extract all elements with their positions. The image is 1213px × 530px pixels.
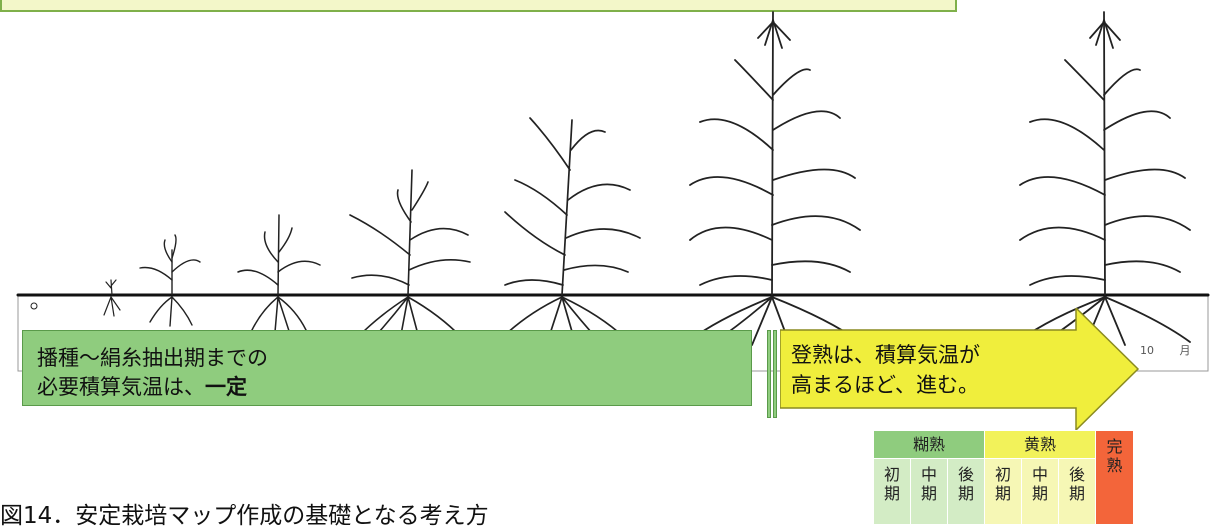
plant-stage-2 <box>139 234 201 327</box>
top-banner <box>0 0 957 12</box>
plant-stage-3 <box>237 214 321 335</box>
stage-label-line2: 必要積算気温は、一定 <box>37 373 751 402</box>
month-number: 10 <box>1140 344 1154 357</box>
maturity-stage-table: 糊熟 黄熟 完熟 初期 中期 後期 初期 中期 後期 <box>873 430 1134 525</box>
plant-stage-4 <box>349 169 471 343</box>
stage-label-line1: 播種～絹糸抽出期までの <box>37 346 268 370</box>
maturity-group-yellow: 黄熟 <box>984 430 1096 459</box>
ripening-label: 登熟は、積算気温が 高まるほど、進む。 <box>791 340 980 400</box>
ripening-label-line2: 高まるほど、進む。 <box>791 373 979 397</box>
plant-stage-5 <box>504 117 641 343</box>
maturity-group-full: 完熟 <box>1095 430 1134 525</box>
divider-bar-left <box>767 330 771 418</box>
maturity-yellow-mid: 中期 <box>1021 458 1059 525</box>
stage-label-line2-pre: 必要積算気温は、 <box>37 375 205 399</box>
month-scale: 10 月 <box>1140 342 1191 358</box>
stage-requirement-box: 播種～絹糸抽出期までの 必要積算気温は、一定 <box>22 330 752 406</box>
ripening-label-line1: 登熟は、積算気温が <box>791 343 980 367</box>
ripening-arrow <box>780 308 1140 430</box>
maturity-milk-late: 後期 <box>947 458 985 525</box>
stage-label-line2-bold: 一定 <box>205 375 247 399</box>
maturity-full-label: 完熟 <box>1106 437 1123 475</box>
maturity-milk-mid: 中期 <box>910 458 948 525</box>
plant-stage-1 <box>103 279 121 317</box>
maturity-milk-early: 初期 <box>873 458 911 525</box>
month-unit: 月 <box>1179 344 1191 357</box>
plant-stage-6 <box>689 11 861 346</box>
maturity-group-milk: 糊熟 <box>873 430 985 459</box>
divider-bar-right <box>773 330 777 418</box>
maturity-yellow-early: 初期 <box>984 458 1022 525</box>
maturity-yellow-late: 後期 <box>1058 458 1096 525</box>
plant-stage-7 <box>1019 11 1191 346</box>
